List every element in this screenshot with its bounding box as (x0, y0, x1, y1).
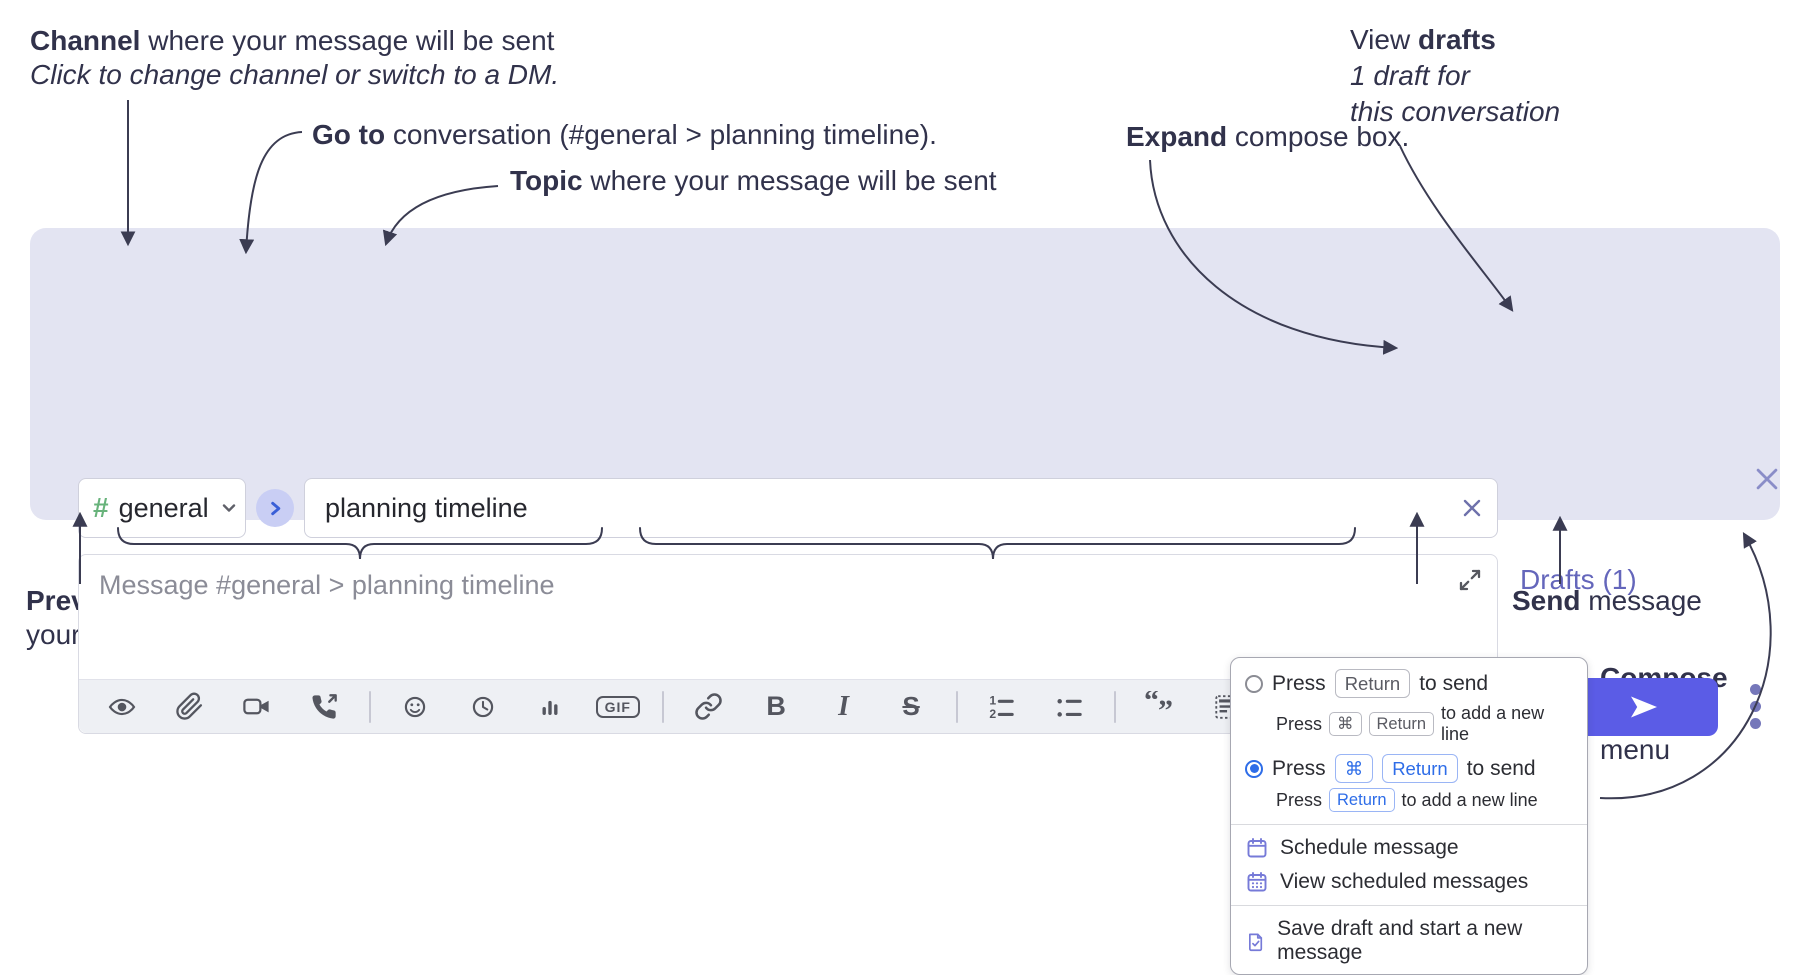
option-text: to send (1466, 756, 1536, 780)
svg-text:2: 2 (989, 706, 996, 720)
option-text: to send (1419, 671, 1489, 695)
menu-option-sub-text: Press ⌘ Return to add a new line (1276, 703, 1545, 744)
go-to-conversation-button[interactable] (256, 489, 294, 527)
calendar-grid-icon (1247, 872, 1267, 892)
strikethrough-icon: S (902, 691, 920, 721)
chevron-right-icon (266, 499, 285, 518)
kebab-dot (1749, 717, 1761, 729)
kebab-dot (1749, 683, 1761, 695)
return-key-chip: Return (1329, 788, 1395, 812)
italic-button[interactable]: I (821, 687, 867, 727)
bar-chart-icon (542, 700, 558, 715)
compose-options-button[interactable] (1743, 680, 1767, 732)
expand-icon (1459, 569, 1481, 591)
channel-selector[interactable]: # general (78, 478, 246, 538)
send-button[interactable] (1570, 678, 1718, 736)
topic-input[interactable] (304, 478, 1498, 538)
option-text: Press (1272, 756, 1326, 780)
strikethrough-button[interactable]: S (888, 687, 934, 727)
numbered-list-icon: 1 2 (989, 693, 1014, 720)
clear-topic-button[interactable] (1460, 496, 1484, 520)
drafts-link[interactable]: Drafts (1) (1520, 564, 1637, 595)
view-drafts-annotation: View drafts 1 draft for this conversatio… (1350, 24, 1561, 127)
numbered-list-button[interactable]: 1 2 (979, 687, 1025, 727)
video-camera-icon (243, 698, 270, 715)
message-placeholder: Message #general > planning timeline (99, 570, 555, 600)
call-button[interactable] (301, 687, 347, 727)
preview-button[interactable] (99, 687, 145, 727)
svg-text:”: ” (1158, 694, 1173, 723)
close-icon (1756, 468, 1778, 490)
menu-divider (1231, 905, 1587, 906)
channel-name: general (118, 492, 209, 523)
toolbar-separator (1113, 690, 1116, 723)
menu-option-sub-text: Press Return to add a new line (1231, 786, 1587, 818)
gif-icon: GIF (595, 695, 640, 718)
video-button[interactable] (234, 687, 280, 727)
menu-divider (1231, 824, 1587, 825)
channel-hash-icon: # (93, 492, 109, 523)
bold-button[interactable]: B (753, 687, 799, 727)
expand-annotation: Expand compose box. (1126, 121, 1410, 152)
channel-annotation: Channel where your message will be sent … (30, 25, 560, 90)
menu-item-save-draft[interactable]: Save draft and start a new message (1231, 912, 1587, 970)
bold-icon: B (766, 691, 786, 721)
gif-button[interactable]: GIF (595, 687, 641, 727)
quote-button[interactable]: “ ” (1137, 687, 1183, 727)
menu-item-label: Schedule message (1280, 836, 1459, 859)
bulleted-list-button[interactable] (1047, 687, 1093, 727)
return-key-chip: Return (1368, 712, 1435, 736)
topic-field (304, 478, 1498, 538)
italic-icon: I (838, 690, 850, 722)
option-text: Press (1272, 671, 1326, 695)
poll-button[interactable] (527, 687, 573, 727)
svg-text:1: 1 (989, 693, 996, 707)
quote-icon: “ ” (1144, 691, 1173, 723)
menu-item-label: Save draft and start a new message (1277, 917, 1523, 964)
bulleted-list-icon (1056, 698, 1082, 717)
svg-text:“: “ (1144, 691, 1159, 717)
phone-call-icon (312, 693, 338, 719)
send-icon (1631, 696, 1657, 718)
attach-file-button[interactable] (166, 687, 212, 727)
clock-icon (472, 696, 493, 717)
return-key-chip: Return (1382, 754, 1458, 783)
menu-item-view-scheduled[interactable]: View scheduled messages (1231, 865, 1587, 899)
radio-unselected-icon[interactable] (1245, 674, 1263, 693)
compose-options-menu: Press Return to send Press ⌘ Return to a… (1230, 657, 1588, 975)
kebab-dot (1749, 700, 1761, 712)
compose-box: # general Message #general > planning ti… (30, 228, 1782, 736)
schedule-send-button[interactable] (460, 687, 506, 727)
toolbar-separator (955, 690, 958, 723)
goto-annotation: Go to conversation (#general > planning … (312, 119, 937, 150)
toolbar-separator (368, 690, 371, 723)
toolbar-separator (662, 690, 665, 723)
eye-icon (108, 698, 136, 715)
radio-selected-icon[interactable] (1245, 759, 1263, 778)
menu-item-label: View scheduled messages (1280, 870, 1529, 893)
cmd-key-chip: ⌘ (1334, 754, 1374, 783)
menu-option-return-to-send[interactable]: Press Return to send (1231, 666, 1587, 701)
save-draft-icon (1249, 933, 1263, 952)
topic-annotation: Topic where your message will be sent (510, 165, 997, 196)
link-button[interactable] (686, 687, 732, 727)
expand-compose-button[interactable] (1457, 567, 1483, 593)
menu-option-cmd-return-to-send[interactable]: Press ⌘ Return to send (1231, 751, 1587, 786)
close-compose-button[interactable] (1752, 464, 1782, 494)
emoji-button[interactable] (392, 687, 438, 727)
clear-x-icon (1463, 499, 1481, 517)
return-key-chip: Return (1334, 669, 1411, 698)
cmd-key-chip: ⌘ (1329, 712, 1362, 736)
calendar-icon (1247, 838, 1267, 858)
emoji-icon (405, 696, 426, 717)
menu-item-schedule-message[interactable]: Schedule message (1231, 831, 1587, 865)
chevron-down-icon (219, 498, 239, 518)
paperclip-icon (176, 692, 203, 720)
link-icon (695, 693, 722, 720)
